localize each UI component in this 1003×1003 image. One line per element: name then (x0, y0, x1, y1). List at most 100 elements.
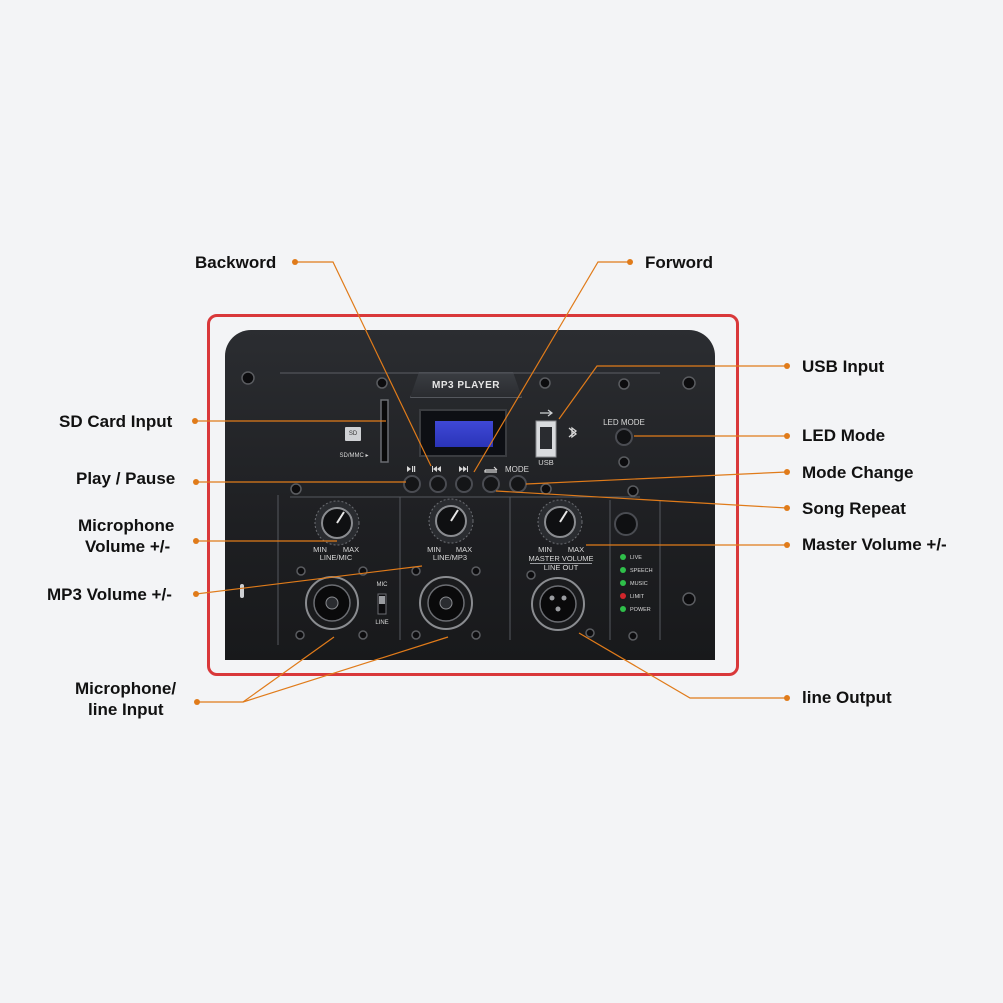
callout-dot (292, 259, 298, 265)
repeat-button[interactable] (482, 475, 500, 493)
knob-indicator (559, 510, 568, 523)
callout-song-repeat: Song Repeat (802, 499, 906, 518)
jack-center (325, 596, 339, 610)
callout-dot (193, 591, 199, 597)
callout-mp3-volume: MP3 Volume +/- (47, 585, 172, 604)
callout-dot (784, 433, 790, 439)
screw (627, 485, 639, 497)
xlr-pin (561, 595, 567, 601)
screw (296, 566, 306, 576)
max-label: MAX (567, 545, 585, 554)
bluetooth-icon (568, 426, 578, 439)
panel-button[interactable] (614, 512, 638, 536)
forward-icon (459, 466, 467, 472)
screw (376, 377, 388, 389)
line-switch-label: LINE (375, 620, 389, 626)
pause-icon (414, 466, 416, 472)
play-pause-button[interactable] (403, 475, 421, 493)
screw (628, 631, 638, 641)
leader-mode-change (525, 471, 788, 485)
screw (682, 376, 696, 390)
callout-led-mode: LED Mode (802, 426, 886, 445)
usb-icon (540, 409, 553, 417)
xlr-pin (549, 595, 555, 601)
callout-dot (193, 479, 199, 485)
callout-usb-input: USB Input (802, 357, 885, 376)
callout-dot (627, 259, 633, 265)
master-volume-label: MASTER VOLUME (528, 554, 594, 563)
callout-dot (193, 538, 199, 544)
led-mode-label: LED MODE (603, 418, 645, 427)
backward-icon (433, 466, 441, 472)
led-limit-label: LIMIT (630, 594, 645, 600)
forward-button[interactable] (455, 475, 473, 493)
backward-button[interactable] (429, 475, 447, 493)
callout-forword: Forword (645, 253, 713, 272)
screw (618, 456, 630, 468)
switch-toggle (379, 596, 385, 604)
callout-microphone-volume-line1: Microphone (78, 516, 175, 535)
callout-line-output: line Output (802, 688, 892, 707)
leader-usb-input (558, 365, 787, 420)
led-power (620, 606, 626, 612)
screw (471, 566, 481, 576)
mp3-player-label: MP3 PLAYER (432, 379, 500, 391)
screw (539, 377, 551, 389)
callout-sd-card-input: SD Card Input (59, 412, 173, 431)
knob-indicator (450, 509, 459, 522)
lcd-screen (435, 421, 493, 447)
jack-center (439, 596, 453, 610)
max-label: MAX (342, 545, 360, 554)
screw (411, 630, 421, 640)
callout-dot (784, 542, 790, 548)
led-speech (620, 567, 626, 573)
screw (295, 630, 305, 640)
leader-forword (473, 261, 630, 473)
callout-dot (784, 363, 790, 369)
led-music-label: MUSIC (630, 581, 648, 587)
usb-label: USB (538, 458, 554, 467)
callout-backword: Backword (195, 253, 277, 272)
highlight-frame (207, 314, 739, 676)
leader-mic-line-input-1 (197, 636, 335, 703)
line-out-label: LINE OUT (530, 563, 592, 572)
callout-dot (784, 469, 790, 475)
repeat-icon (484, 466, 498, 473)
min-label: MIN (427, 545, 441, 554)
leader-mp3-volume (195, 565, 423, 595)
sd-label: SD (348, 431, 358, 437)
sd-card-slot[interactable] (380, 399, 389, 463)
screw (290, 483, 302, 495)
play-icon (407, 466, 411, 472)
lcd-display (419, 409, 507, 457)
led-limit (620, 593, 626, 599)
callout-mode-change: Mode Change (802, 463, 914, 482)
leader-line-output (578, 632, 787, 699)
backward-icon-bar (432, 466, 433, 472)
screw (358, 630, 368, 640)
screw (526, 570, 536, 580)
screw (618, 378, 630, 390)
callout-dot (194, 699, 200, 705)
max-label: MAX (455, 545, 473, 554)
pause-icon (412, 466, 414, 472)
mode-label: MODE (505, 465, 529, 474)
led-power-label: POWER (630, 607, 651, 613)
led-music (620, 580, 626, 586)
xlr-pin (555, 606, 561, 612)
min-label: MIN (538, 545, 552, 554)
led-live-label: LIVE (630, 555, 642, 561)
usb-port-inner (540, 427, 552, 449)
callout-microphone-volume-line2: Volume +/- (85, 537, 171, 556)
callout-mic-line-input-line2: line Input (88, 700, 164, 719)
callout-play-pause: Play / Pause (76, 469, 176, 488)
sd-mmc-label: SD/MMC ▸ (339, 453, 369, 459)
min-label: MIN (313, 545, 327, 554)
mode-button[interactable] (509, 475, 527, 493)
side-pin (240, 584, 244, 598)
screw (585, 628, 595, 638)
screw (241, 371, 255, 385)
led-mode-button[interactable] (615, 428, 633, 446)
